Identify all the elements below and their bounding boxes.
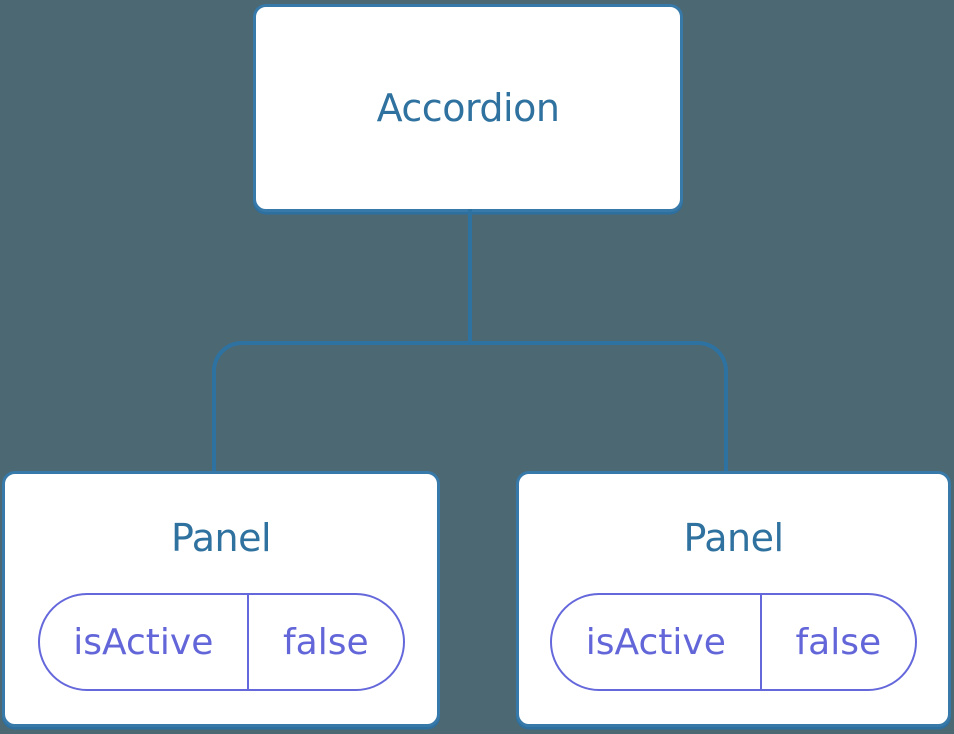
- state-key: isActive: [40, 595, 250, 689]
- state-value: false: [795, 621, 882, 663]
- state-pill: isActive false: [37, 593, 405, 691]
- state-key: isActive: [552, 595, 762, 689]
- panel-node-label: Panel: [683, 516, 784, 560]
- accordion-node-label: Accordion: [376, 86, 560, 130]
- state-value: false: [282, 621, 369, 663]
- accordion-node: Accordion: [253, 4, 683, 212]
- panel-node-label: Panel: [170, 516, 272, 560]
- panel-node-2: Panel isActive false: [516, 471, 951, 727]
- state-pill: isActive false: [550, 593, 917, 691]
- connector-stem: [468, 209, 472, 345]
- panel-node-1: Panel isActive false: [2, 471, 440, 727]
- connector-bracket: [212, 341, 728, 471]
